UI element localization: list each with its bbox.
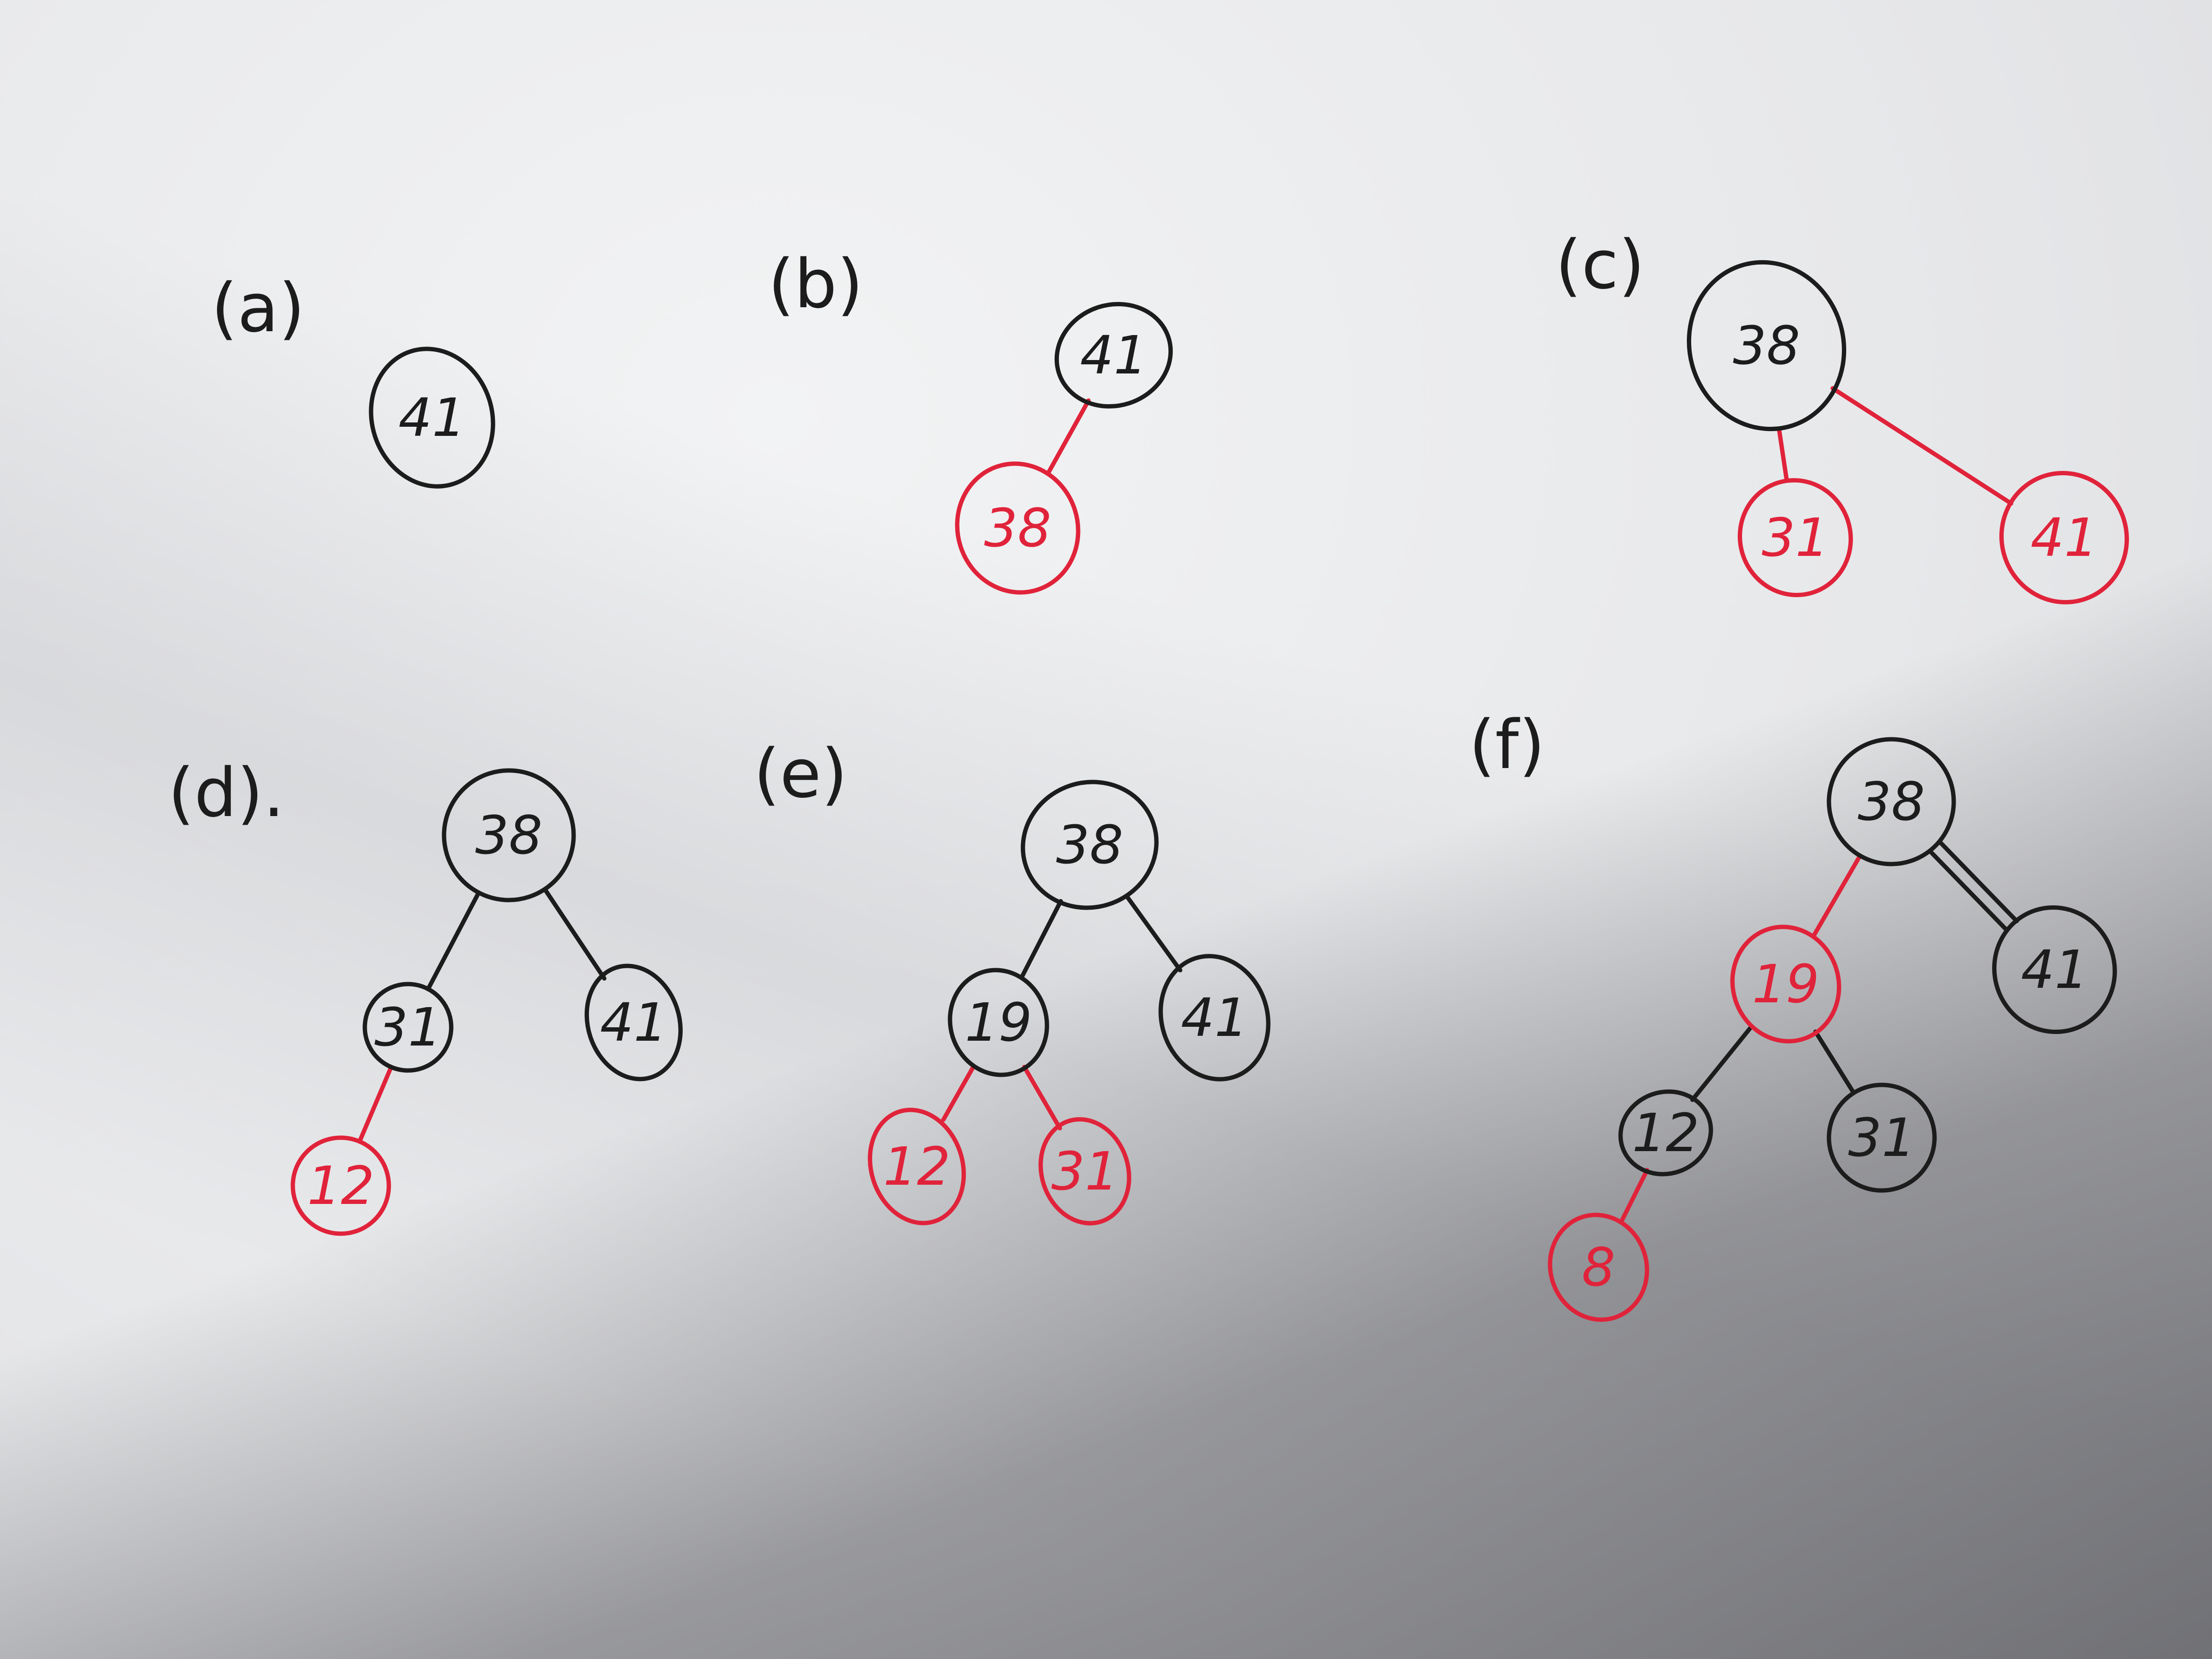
node-circle [1687, 260, 1846, 432]
node-value: 12 [883, 1136, 950, 1197]
node-circle [1827, 1082, 1937, 1193]
diagram-label-f: (f) [1469, 706, 1545, 784]
node-circle [1827, 737, 1956, 866]
tree-node-b38: 38 [955, 461, 1081, 595]
diagram-label-d: (d). [168, 754, 285, 832]
tree-node-e31: 31 [1038, 1117, 1131, 1226]
tree-edge-e19-e12 [941, 1065, 975, 1122]
node-value: 38 [984, 497, 1051, 559]
tree-node-f19: 19 [1730, 925, 1841, 1044]
node-value: 31 [1051, 1141, 1118, 1202]
node-value: 31 [1762, 507, 1829, 568]
node-circle [1548, 1213, 1649, 1322]
node-value: 41 [2031, 507, 2098, 568]
tree-edge-f12-f8 [1619, 1168, 1649, 1224]
node-circle [1999, 470, 2129, 605]
node-value: 31 [1848, 1107, 1915, 1168]
node-circle [290, 1135, 391, 1236]
diagram-label-e: (e) [754, 735, 847, 813]
tree-edge-d38-d41 [542, 887, 607, 981]
node-value: 19 [1752, 953, 1819, 1015]
tree-node-e19: 19 [948, 968, 1049, 1077]
tree-edge-e19-e31 [1022, 1065, 1062, 1130]
node-value: 12 [307, 1155, 374, 1216]
diagram-label-a: (a) [211, 269, 305, 348]
node-value: 41 [1181, 987, 1248, 1048]
node-value: 41 [1080, 325, 1147, 386]
node-circle [955, 461, 1081, 595]
node-value: 38 [1733, 315, 1800, 376]
tree-edge-c38-c31 [1777, 426, 1789, 483]
tree-edge-d31-d12 [357, 1065, 394, 1144]
node-value: 31 [374, 997, 442, 1058]
node-circle [1038, 1117, 1131, 1226]
tree-node-e12: 12 [867, 1107, 966, 1226]
tree-edge-f19-f31 [1813, 1029, 1856, 1095]
tree-node-e41: 41 [1158, 954, 1271, 1082]
tree-node-f31: 31 [1827, 1082, 1937, 1193]
tree-node-f38: 38 [1827, 737, 1956, 866]
node-circle [362, 982, 454, 1073]
node-value: 41 [600, 992, 667, 1053]
node-value: 41 [2021, 939, 2088, 1000]
tree-node-d38: 38 [442, 768, 576, 902]
node-value: 8 [1582, 1237, 1615, 1298]
node-circle [1021, 780, 1159, 910]
tree-node-f8: 8 [1548, 1213, 1649, 1322]
node-circle [369, 347, 495, 489]
node-value: 38 [1056, 814, 1123, 876]
tree-edge-e38-e19 [1020, 899, 1063, 979]
tree-edge-c38-c41 [1830, 386, 2014, 506]
tree-edge-f38-f19 [1812, 854, 1863, 938]
tree-node-f12: 12 [1618, 1089, 1713, 1177]
tree-node-a41: 41 [369, 347, 495, 489]
node-circle [1054, 301, 1173, 409]
tree-node-d41: 41 [584, 963, 683, 1082]
node-value: 41 [398, 387, 466, 448]
node-circle [948, 968, 1049, 1077]
tree-edge-d38-d31 [426, 890, 481, 991]
tree-node-b41: 41 [1054, 301, 1173, 409]
node-circle [1158, 954, 1271, 1082]
node-circle [442, 768, 576, 902]
tree-edge-e38-e41 [1125, 894, 1183, 973]
tree-node-c41: 41 [1999, 470, 2129, 605]
tree-edge-f38-f41-0 [1937, 839, 2019, 924]
tree-node-c31: 31 [1738, 478, 1853, 598]
tree-node-d12: 12 [290, 1135, 391, 1236]
node-value: 38 [1858, 771, 1925, 832]
node-circle [1738, 478, 1853, 598]
node-circle [1730, 925, 1841, 1044]
tree-node-f41: 41 [1992, 905, 2117, 1034]
node-value: 38 [475, 805, 542, 866]
tree-edge-f19-f12 [1690, 1025, 1753, 1102]
node-circle [1618, 1089, 1713, 1177]
node-circle [1992, 905, 2117, 1034]
node-circle [867, 1107, 966, 1226]
tree-edge-f38-f41-1 [1928, 849, 2009, 933]
node-value: 12 [1632, 1102, 1699, 1164]
node-value: 19 [965, 992, 1032, 1053]
node-circle [584, 963, 683, 1082]
tree-node-d31: 31 [362, 982, 454, 1073]
diagram-label-b: (b) [768, 245, 863, 324]
tree-node-e38: 38 [1021, 780, 1159, 910]
diagram-label-c: (c) [1555, 226, 1645, 304]
tree-node-c38: 38 [1687, 260, 1846, 432]
tree-edge-b41-b38 [1046, 398, 1091, 475]
